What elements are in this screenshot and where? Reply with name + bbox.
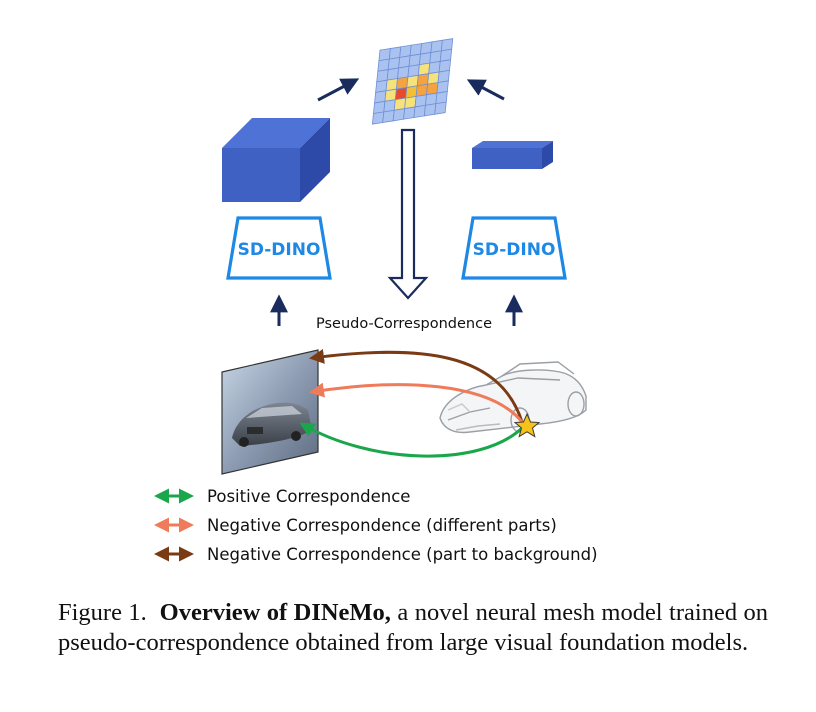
caption-text: a novel neural mesh model trained on pse… (58, 599, 769, 656)
feature-map-small (472, 141, 553, 169)
caption-bold: Overview of DINeMo, (159, 599, 391, 626)
heatmap-cell (371, 111, 385, 125)
positive-arrow (299, 422, 524, 458)
negative-parts-arrow (309, 382, 524, 423)
encoder-right-label: SD-DINO (473, 240, 556, 260)
heatmap-cell (382, 109, 395, 123)
legend-item-positive: Positive Correspondence (154, 487, 410, 506)
negative-bg-arrow (309, 349, 524, 423)
arrow-right-to-heatmap (466, 79, 505, 101)
feature-map-large (222, 118, 330, 202)
pseudo-correspondence-down-arrow (387, 128, 429, 300)
encoder-left-label: SD-DINO (238, 240, 321, 260)
caption-prefix: Figure 1. (58, 599, 147, 626)
encoder-right: SD-DINO (461, 216, 567, 280)
legend: Positive Correspondence Negative Corresp… (154, 487, 598, 564)
encoder-left: SD-DINO (226, 216, 332, 280)
legend-label: Negative Correspondence (different parts… (207, 516, 557, 535)
legend-item-negative-parts: Negative Correspondence (different parts… (154, 516, 557, 535)
car-photo (221, 349, 319, 475)
keypoint-star-icon (513, 412, 541, 438)
legend-label: Negative Correspondence (part to backgro… (207, 545, 598, 564)
heatmap-cell (392, 108, 406, 122)
similarity-heatmap (371, 38, 454, 125)
heatmap-cell (403, 106, 416, 120)
diagram: SD-DINO SD-DINO Pseudo-Correspondence (154, 38, 598, 564)
heatmap-cell (423, 103, 437, 117)
pseudo-correspondence-label: Pseudo-Correspondence (316, 316, 492, 332)
car-mesh-model (439, 361, 587, 434)
legend-item-negative-bg: Negative Correspondence (part to backgro… (154, 545, 598, 564)
arrow-left-to-heatmap (317, 78, 360, 102)
figure-caption: Figure 1. Overview of DINeMo, a novel ne… (58, 598, 768, 658)
legend-label: Positive Correspondence (207, 487, 410, 506)
heatmap-cell (413, 104, 426, 119)
heatmap-cell (434, 101, 447, 115)
